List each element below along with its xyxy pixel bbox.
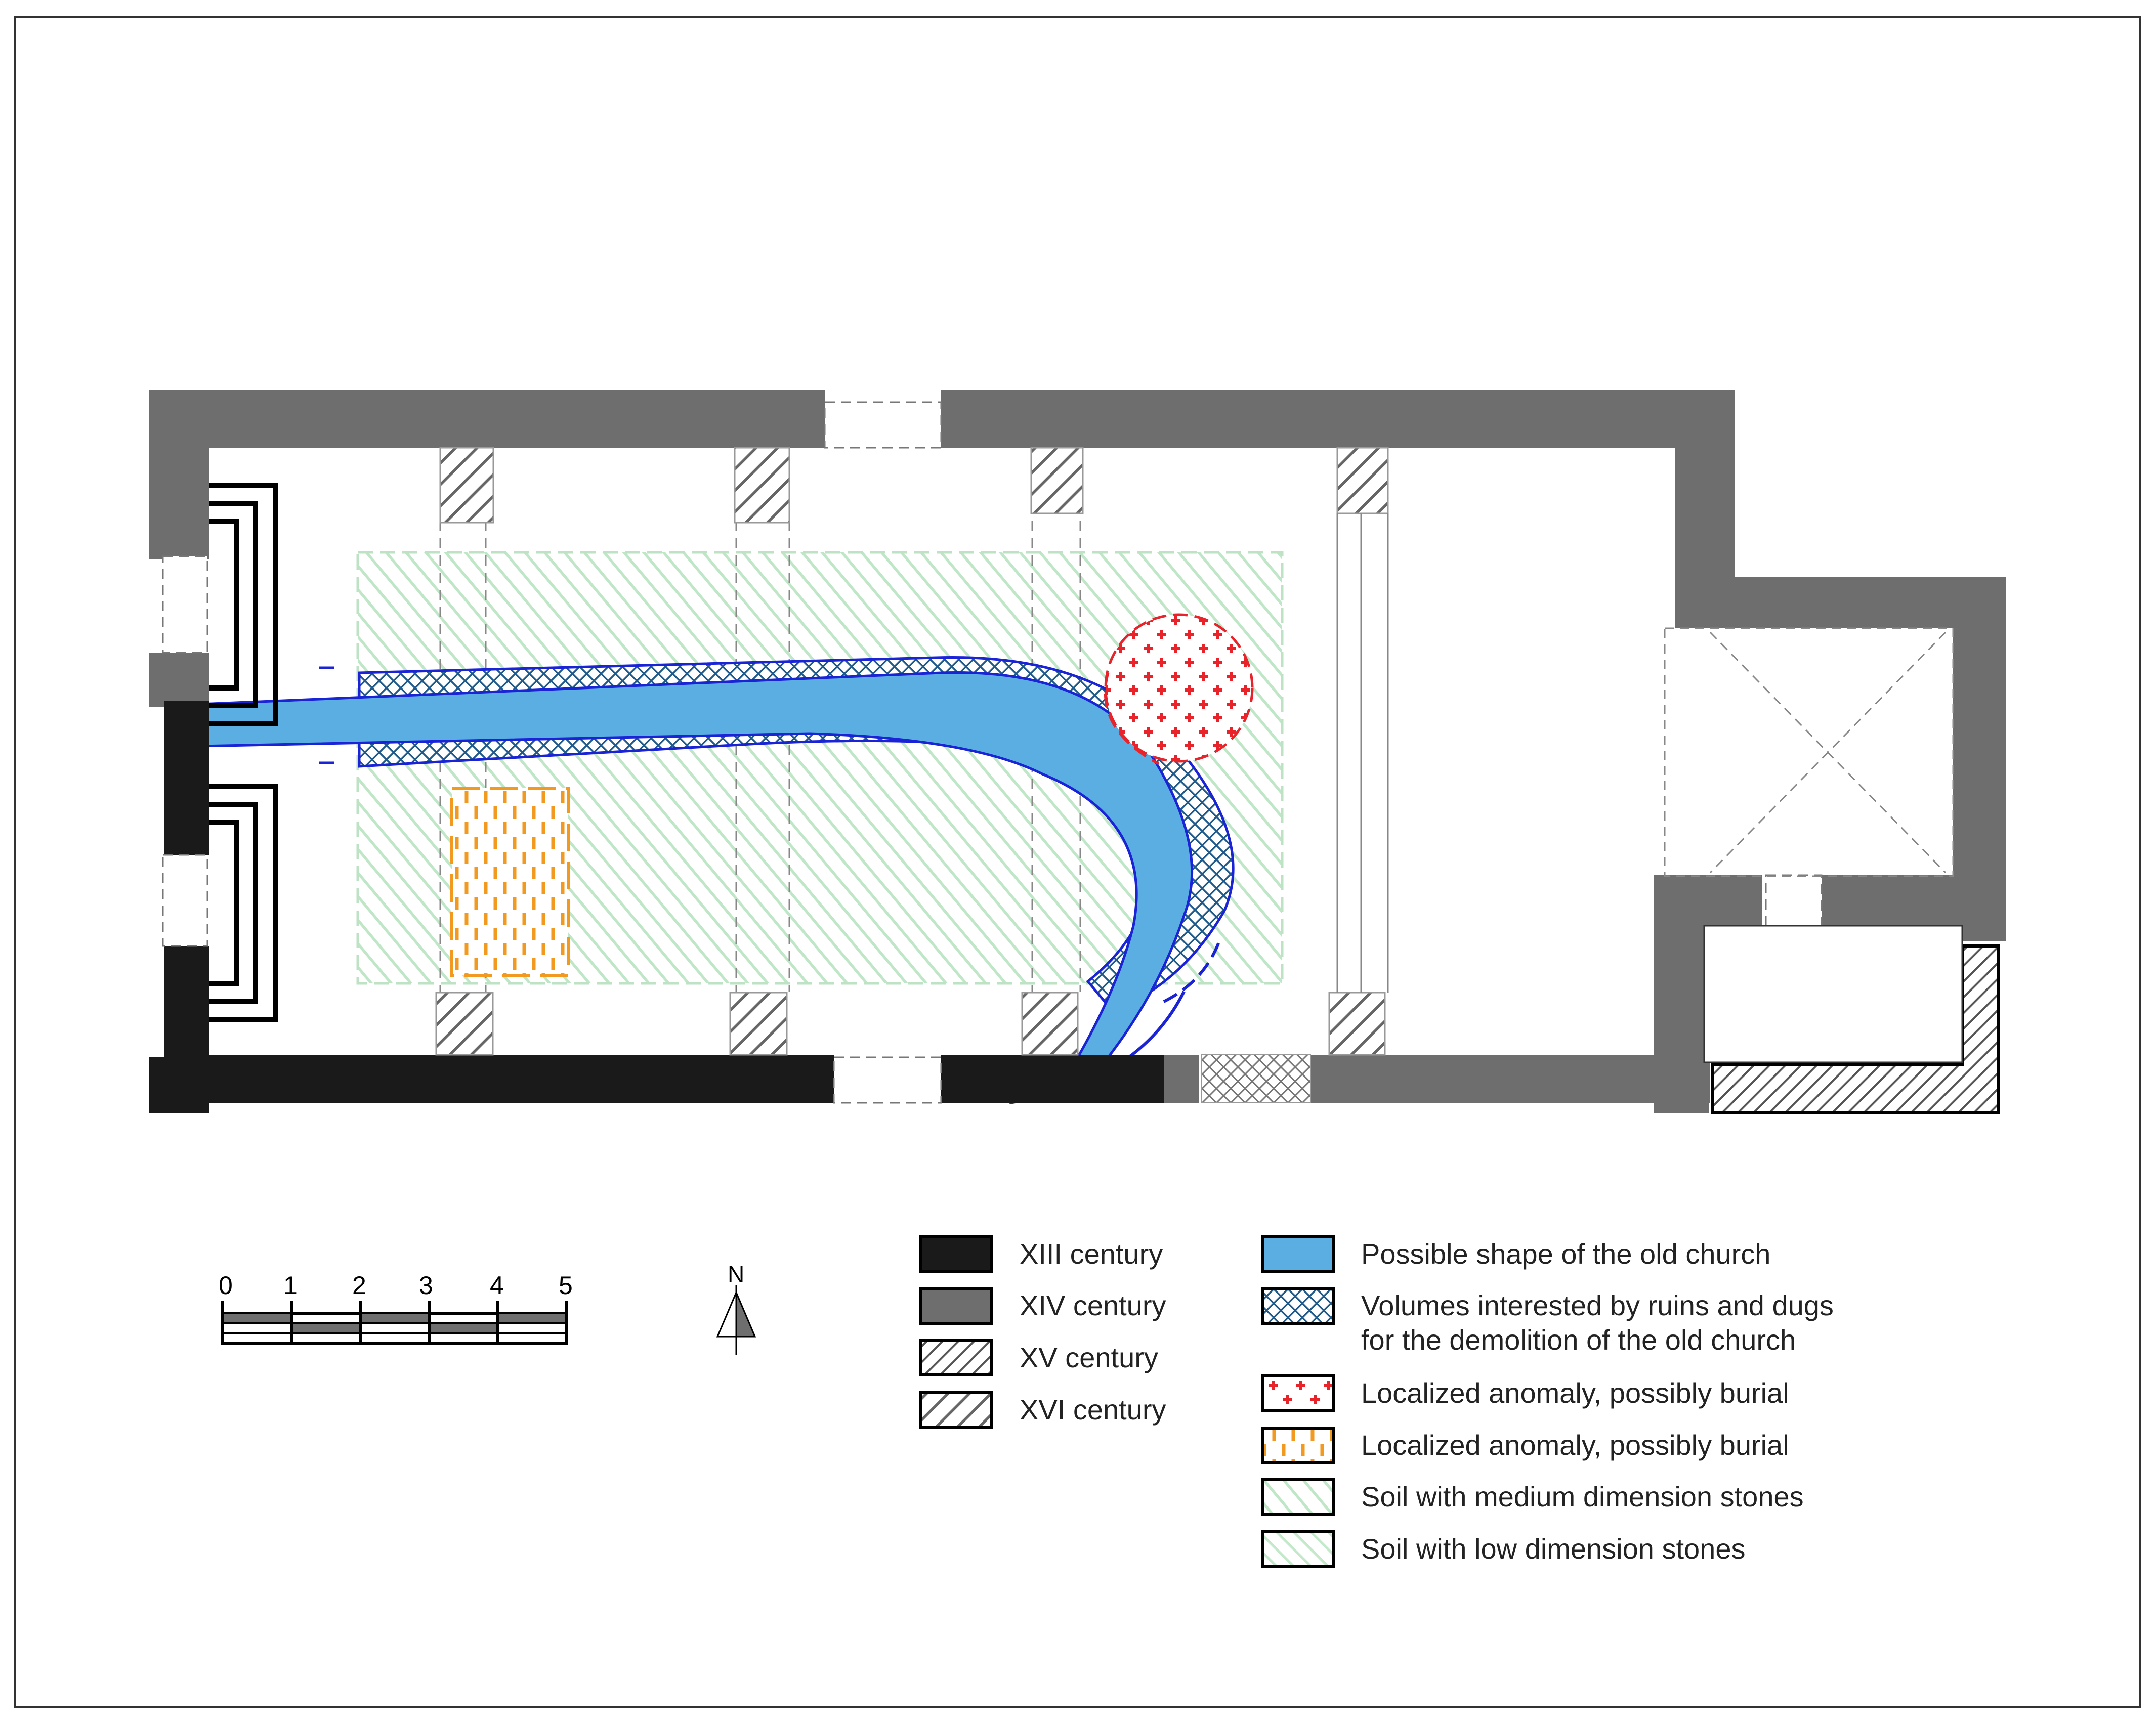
green-dense-hatch-swatch [1261,1530,1335,1568]
legend-label-red-burial: Localized anomaly, possibly burial [1361,1377,1789,1409]
door-openings [162,401,1823,1104]
green-hatch-swatch [1261,1478,1335,1516]
orange-burial-anomaly [450,787,570,977]
red-cross-swatch [1261,1374,1335,1412]
orange-dash-swatch [1261,1427,1335,1464]
xiii-century-walls [149,701,1164,1113]
legend-item-ruins: Volumes interested by ruins and dugs for… [1261,1287,1834,1356]
west-entrance-steps-south [209,784,278,1022]
scale-tick-2: 2 [352,1271,366,1300]
legend-right: Possible shape of the old church Volumes… [1261,1235,1834,1568]
xv-century-walls [1711,944,2000,1114]
coarse-hatch-swatch [919,1391,993,1429]
xvi-century-pillars [435,447,1389,1056]
vault-grid-lines [439,521,1081,992]
solid-black-swatch [919,1235,993,1273]
legend-label-old-church: Possible shape of the old church [1361,1238,1770,1270]
legend-item-xv: XV century [919,1339,1158,1376]
red-burial-anomaly [1104,613,1254,765]
sacristy-inner-room [1703,925,1963,1063]
scale-bar: 0 1 2 3 4 5 [219,1271,573,1345]
legend-label-xiii: XIII century [1020,1238,1163,1270]
north-arrow: N [716,1261,756,1355]
legend-item-red-burial: Localized anomaly, possibly burial [1261,1374,1789,1412]
legend-item-soil-medium: Soil with medium dimension stones [1261,1478,1804,1516]
legend-item-soil-low: Soil with low dimension stones [1261,1530,1745,1568]
crosshatch-swatch [1261,1287,1335,1325]
legend-label-xiv: XIV century [1020,1289,1166,1321]
sacristy-vault-lines [1664,627,1954,877]
legend-label-soil-low: Soil with low dimension stones [1361,1533,1745,1565]
legend-item-old-church: Possible shape of the old church [1261,1235,1770,1273]
fine-hatch-swatch [919,1339,993,1376]
legend-label-ruins-line2: for the demolition of the old church [1361,1324,1796,1356]
scale-tick-5: 5 [559,1271,573,1300]
legend-label-xv: XV century [1020,1342,1158,1373]
legend-label-xvi: XVI century [1020,1394,1166,1426]
map-frame [14,16,2141,1708]
legend-label-orange-burial: Localized anomaly, possibly burial [1361,1429,1789,1461]
old-church-dashed-arc [1163,940,1221,1003]
legend-item-orange-burial: Localized anomaly, possibly burial [1261,1427,1789,1464]
legend-item-xiv: XIV century [919,1287,1166,1325]
scale-tick-0: 0 [219,1271,233,1300]
north-label: N [728,1261,744,1287]
scale-tick-3: 3 [419,1271,433,1300]
legend-item-xiii: XIII century [919,1235,1163,1273]
solid-grey-swatch [919,1287,993,1325]
west-entrance-steps-north [209,483,278,726]
legend-left: XIII century XIV century XV century XVI … [919,1235,1166,1429]
south-wall-crosshatch-segment [1201,1054,1311,1103]
legend-label-ruins-line1: Volumes interested by ruins and dugs [1361,1289,1834,1321]
chancel-steps [1336,513,1389,993]
legend-label-soil-medium: Soil with medium dimension stones [1361,1481,1804,1513]
scale-tick-1: 1 [283,1271,298,1300]
xiv-century-walls [149,390,2006,1113]
scale-tick-4: 4 [490,1271,504,1300]
legend-item-xvi: XVI century [919,1391,1166,1429]
blue-fill-swatch [1261,1235,1335,1273]
